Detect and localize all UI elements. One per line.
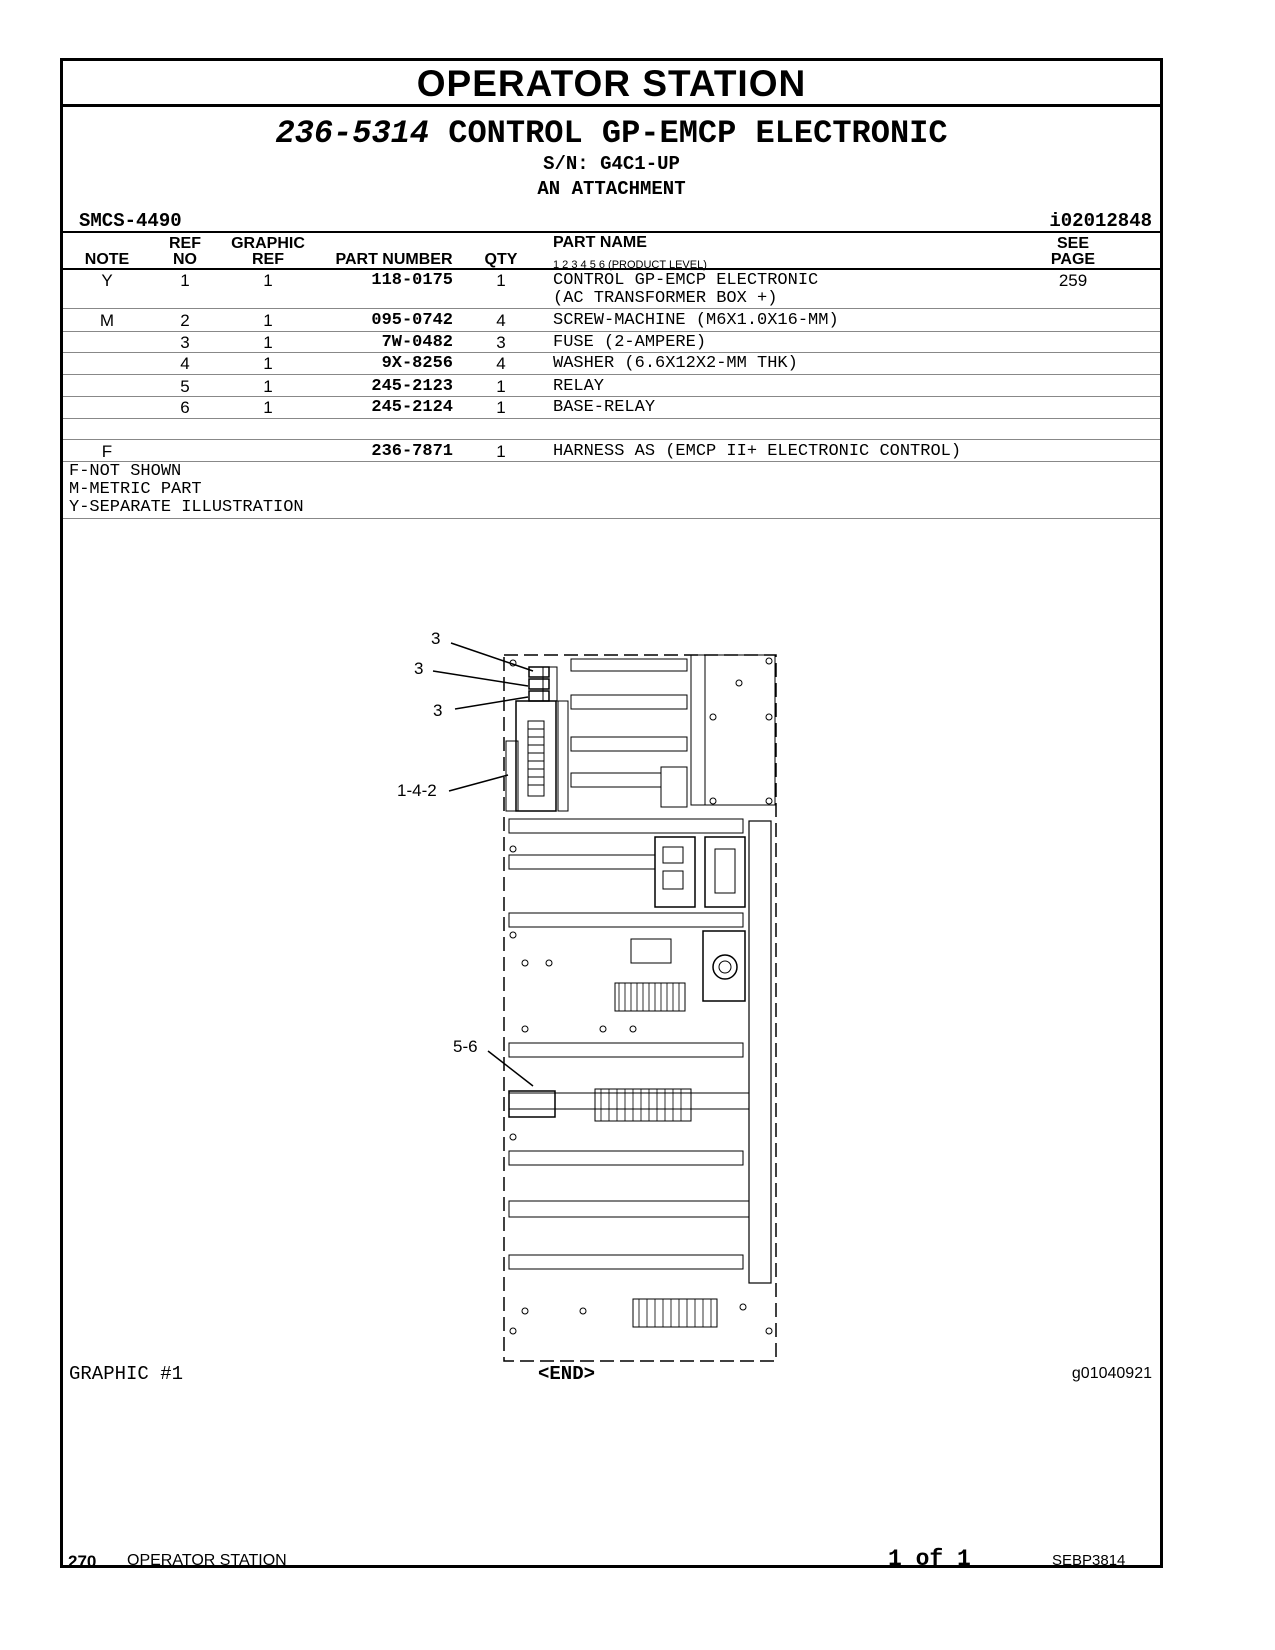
graphic-label: GRAPHIC #1	[69, 1363, 184, 1385]
row-ref: 3	[180, 333, 190, 352]
row-qty: 3	[496, 333, 506, 352]
col-qty: QTY	[484, 251, 518, 268]
row-graphic: 1	[263, 354, 273, 373]
row-part-number: 245-2124	[371, 398, 453, 417]
row-part-name-2: (AC TRANSFORMER BOX +)	[553, 289, 778, 308]
row-divider	[63, 352, 1160, 353]
callout-fuse-2: 3	[414, 659, 424, 678]
note-f: F-NOT SHOWN	[69, 462, 182, 481]
row-divider	[63, 439, 1160, 440]
notes-legend: F-NOT SHOWN M-METRIC PART Y-SEPARATE ILL…	[69, 463, 304, 517]
col-part-number: PART NUMBER	[335, 251, 453, 268]
row-graphic: 1	[263, 398, 273, 417]
note-y: Y-SEPARATE ILLUSTRATION	[69, 498, 304, 517]
row-qty: 4	[496, 311, 506, 330]
row-ref: 2	[180, 311, 190, 330]
row-part-name: WASHER (6.6X12X2-MM THK)	[553, 354, 798, 373]
row-part-number: 118-0175	[371, 271, 453, 290]
row-part-number: 245-2123	[371, 377, 453, 396]
row-graphic: 1	[263, 377, 273, 396]
part-group-name: CONTROL GP-EMCP ELECTRONIC	[448, 115, 948, 152]
graphic-id: g01040921	[1071, 1365, 1152, 1382]
col-graphic: GRAPHIC	[231, 235, 305, 252]
row-qty: 4	[496, 354, 506, 373]
part-group-title: 236-5314 CONTROL GP-EMCP ELECTRONIC	[63, 115, 1160, 152]
callout-fuse-1: 3	[431, 629, 441, 648]
row-note: M	[99, 311, 115, 330]
row-part-name: RELAY	[553, 377, 605, 396]
row-graphic: 1	[263, 311, 273, 330]
illustration-id: i02012848	[1049, 210, 1152, 232]
panel-illustration	[432, 642, 777, 1362]
col-no: NO	[173, 251, 197, 268]
row-part-name: FUSE (2-AMPERE)	[553, 333, 707, 352]
row-divider	[63, 418, 1160, 419]
footer-section: OPERATOR STATION	[127, 1552, 287, 1569]
row-part-number: 7W-0482	[381, 333, 453, 352]
row-part-name: HARNESS AS (EMCP II+ ELECTRONIC CONTROL)	[553, 442, 962, 461]
attachment-label: AN ATTACHMENT	[537, 178, 686, 200]
notes-divider	[63, 518, 1160, 519]
part-group-number: 236-5314	[275, 115, 430, 152]
row-divider	[63, 331, 1160, 332]
table-header-rule	[63, 268, 1160, 270]
col-page: PAGE	[1050, 251, 1096, 268]
smcs-code: SMCS-4490	[79, 210, 182, 232]
col-note: NOTE	[84, 251, 130, 268]
note-m: M-METRIC PART	[69, 480, 202, 499]
row-qty: 1	[496, 398, 506, 417]
serial-number: S/N: G4C1-UP	[543, 153, 680, 175]
col-ref: REF	[169, 235, 201, 252]
row-part-name: CONTROL GP-EMCP ELECTRONIC	[553, 271, 819, 290]
callout-fuse-3: 3	[433, 701, 443, 720]
header-rule	[63, 231, 1160, 233]
row-divider	[63, 374, 1160, 375]
row-part-name: SCREW-MACHINE (M6X1.0X16-MM)	[553, 311, 839, 330]
row-ref: 4	[180, 354, 190, 373]
row-qty: 1	[496, 271, 506, 290]
col-graphic-ref: REF	[252, 251, 284, 268]
end-marker: <END>	[538, 1363, 596, 1385]
callout-control: 1-4-2	[397, 781, 437, 800]
row-part-name: BASE-RELAY	[553, 398, 656, 417]
footer-page-number: 270	[68, 1552, 97, 1571]
row-part-number: 095-0742	[371, 311, 453, 330]
row-graphic: 1	[263, 271, 273, 290]
row-note: Y	[101, 271, 113, 290]
row-divider	[63, 461, 1160, 462]
row-part-number: 9X-8256	[381, 354, 453, 373]
footer-doc-id: SEBP3814	[1052, 1552, 1126, 1569]
row-divider	[63, 396, 1160, 397]
page-frame: OPERATOR STATION 236-5314 CONTROL GP-EMC…	[60, 58, 1163, 1568]
row-qty: 1	[496, 377, 506, 396]
col-part-name: PART NAME	[553, 234, 647, 251]
callout-relay: 5-6	[453, 1037, 478, 1056]
row-graphic: 1	[263, 333, 273, 352]
row-divider	[63, 308, 1160, 309]
row-note: F	[101, 442, 113, 461]
row-see-page: 259	[1058, 271, 1088, 290]
row-part-number: 236-7871	[371, 442, 453, 461]
row-ref: 5	[180, 377, 190, 396]
row-ref: 1	[180, 271, 190, 290]
footer-page-of: 1 of 1	[888, 1546, 971, 1572]
section-title: OPERATOR STATION	[63, 61, 1160, 107]
col-see: SEE	[1056, 235, 1089, 252]
row-qty: 1	[496, 442, 506, 461]
row-ref: 6	[180, 398, 190, 417]
